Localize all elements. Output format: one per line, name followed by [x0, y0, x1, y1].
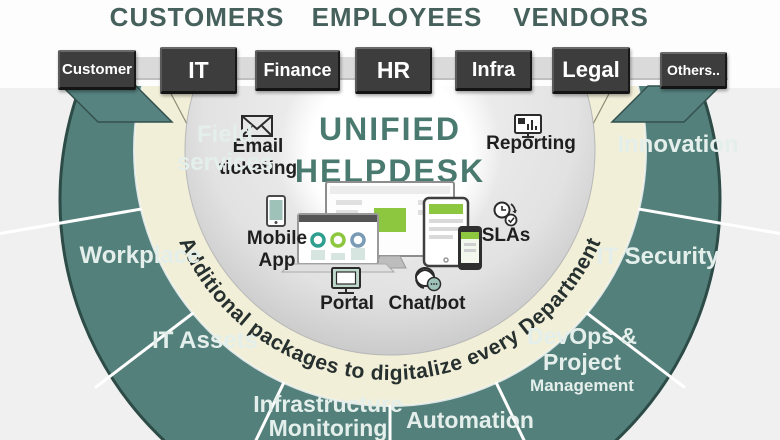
segment-automation: Automation [406, 407, 534, 433]
tab-customer[interactable]: Customer [58, 50, 136, 90]
tab-finance[interactable]: Finance [255, 50, 340, 91]
tablet-image [422, 196, 470, 268]
cream-ring-outer-edge [133, 86, 647, 407]
segment-devops-line1: DevOps & [527, 323, 637, 349]
segment-infra-monitoring-line2: Monitoring [269, 415, 388, 440]
feature-portal-label: Portal [320, 293, 374, 314]
headset-chat-icon [415, 267, 442, 292]
feature-email-line2: ticketing [219, 158, 297, 179]
monitor-icon [331, 267, 361, 294]
cream-packages-ring [134, 86, 646, 406]
chart-monitor-icon [514, 114, 542, 138]
smartphone-icon [266, 195, 286, 227]
clock-check-icon [493, 201, 518, 227]
feature-reporting-label: Reporting [486, 133, 576, 154]
segment-infra-monitoring-line1: Infrastructure [253, 391, 403, 417]
feature-email-line1: Email [233, 136, 284, 157]
tab-it[interactable]: IT [160, 47, 237, 94]
laptop-image [280, 213, 396, 273]
segment-devops-line3: Management [530, 376, 634, 395]
envelope-icon [241, 115, 273, 137]
segment-innovation: Innovation [617, 131, 738, 158]
feature-mobile-line1: Mobile [247, 228, 307, 249]
phone-image [458, 226, 482, 270]
tab-infra[interactable]: Infra [455, 50, 532, 91]
hub-title-line1: UNIFIED [319, 111, 461, 147]
segment-it-assets: IT Assets [152, 327, 258, 354]
tab-legal[interactable]: Legal [552, 47, 630, 94]
header-employees: EMPLOYEES [311, 2, 483, 32]
tab-hr[interactable]: HR [355, 47, 432, 94]
feature-chatbot-label: Chat/bot [388, 293, 466, 314]
devices-illustration [280, 181, 482, 273]
feature-slas-label: SLAs [482, 225, 531, 246]
segment-it-security: IT Security [597, 243, 720, 270]
segment-workplace: Workplace [80, 242, 201, 269]
segment-devops-line2: Project [543, 349, 621, 375]
header-vendors: VENDORS [513, 2, 649, 32]
segment-field-services-line1: Field [197, 121, 253, 148]
segment-field-services-line2: services [177, 149, 273, 176]
tab-others[interactable]: Others.. [660, 52, 727, 89]
feature-mobile-line2: App [259, 250, 296, 271]
header-customers: CUSTOMERS [109, 2, 285, 32]
